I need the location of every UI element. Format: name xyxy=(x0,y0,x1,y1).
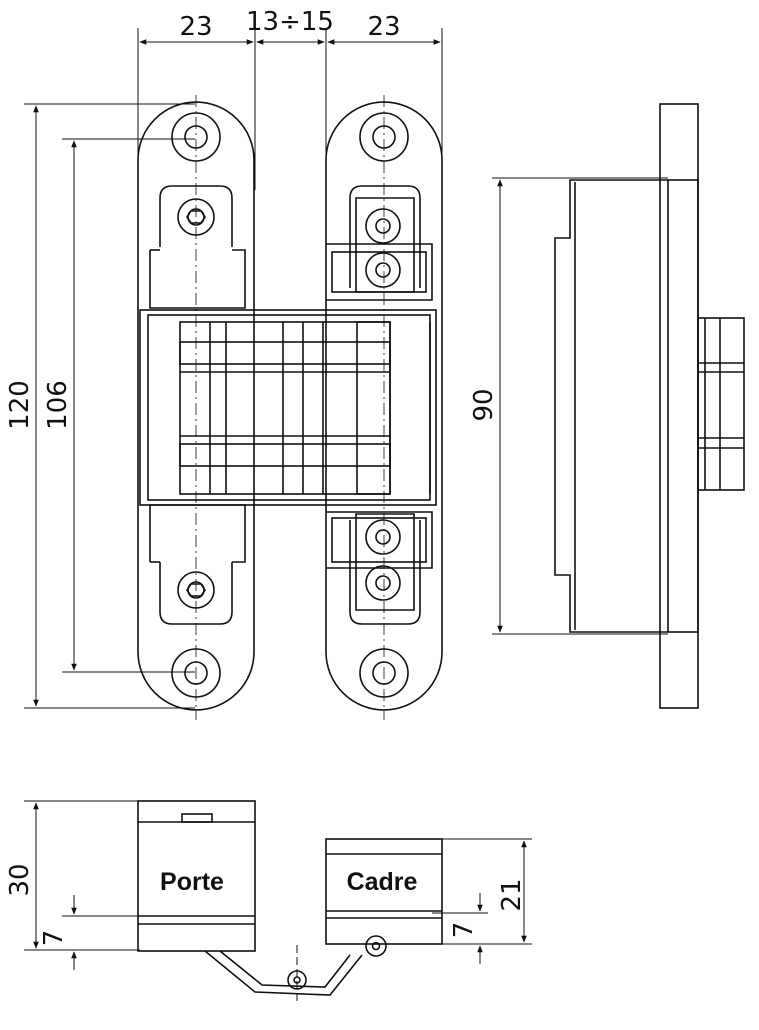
dim-porte-offset: 7 xyxy=(39,930,69,947)
dimension-labels: 23 13÷15 23 120 106 90 30 7 21 7 xyxy=(5,7,527,946)
dim-left-width: 23 xyxy=(179,12,212,42)
right-hinge-leaf xyxy=(325,101,443,711)
top-dimension-lines xyxy=(137,28,443,190)
dim-hole-spacing: 106 xyxy=(43,380,73,430)
left-dimension-lines xyxy=(24,103,195,709)
side-view xyxy=(492,103,745,709)
bottom-view xyxy=(24,800,532,1005)
dim-side-height: 90 xyxy=(469,388,499,421)
cadre-label: Cadre xyxy=(347,868,418,896)
dim-gap: 13÷15 xyxy=(246,7,334,37)
dim-depth: 30 xyxy=(5,863,35,896)
dim-cadre-offset: 7 xyxy=(449,922,479,939)
dim-right-width: 23 xyxy=(367,12,400,42)
center-lines xyxy=(195,95,385,720)
porte-label: Porte xyxy=(160,868,224,896)
dim-total-height: 120 xyxy=(5,380,35,430)
dim-cadre-depth: 21 xyxy=(497,878,527,911)
central-mechanism xyxy=(139,309,437,506)
